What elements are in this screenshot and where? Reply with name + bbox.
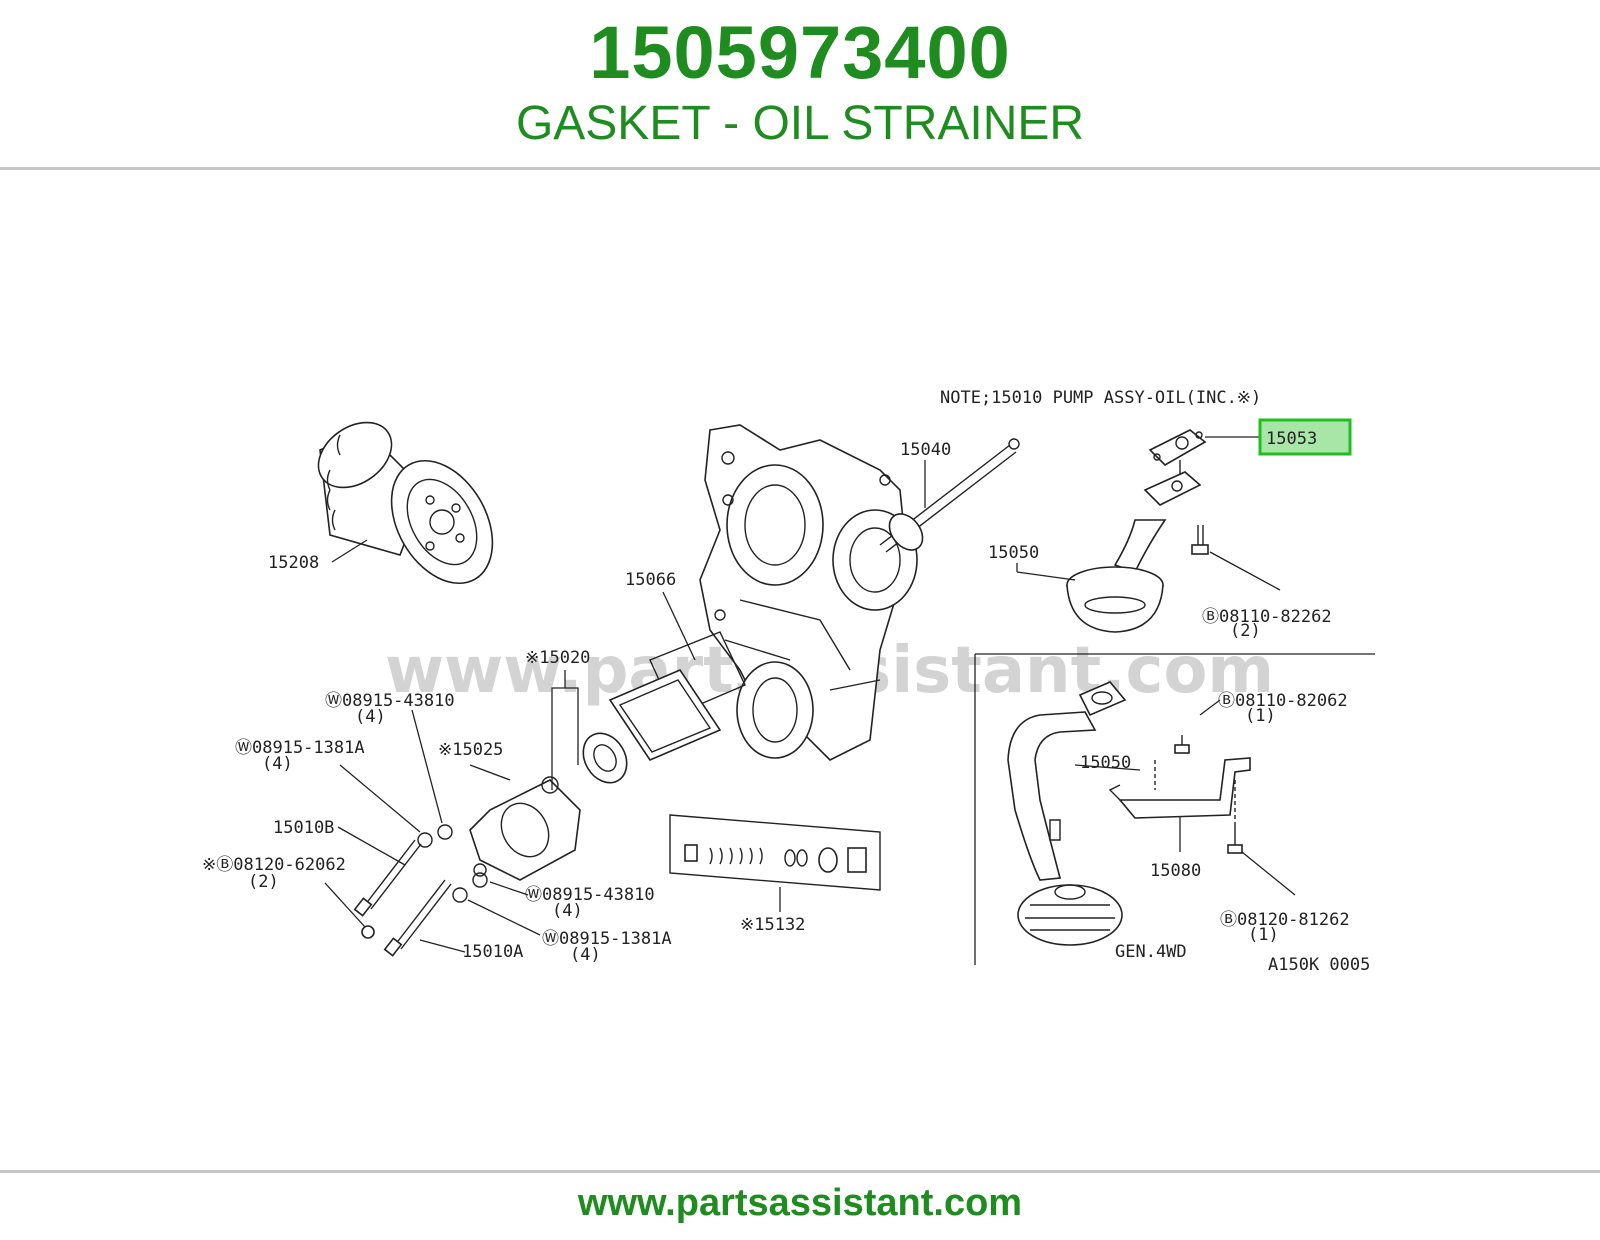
label-gen-4wd: GEN.4WD <box>1115 942 1187 962</box>
front-cover-drawing <box>699 424 918 761</box>
inset-bolts-drawing <box>1154 699 1296 896</box>
oil-pump-body-drawing <box>469 669 722 881</box>
label-b08120-62062: ※Ⓑ08120-62062 <box>202 855 346 875</box>
note-text: NOTE;15010 PUMP ASSY-OIL(INC.※) <box>940 388 1261 408</box>
part-name-subtitle: GASKET - OIL STRAINER <box>515 97 1085 150</box>
label-b08110-82262: Ⓑ08110-82262 <box>1202 607 1332 627</box>
inset-bracket-15080-drawing <box>1108 757 1251 819</box>
label-w08915-1381a-top: Ⓦ08915-1381A <box>235 738 365 758</box>
header-divider <box>0 167 1600 170</box>
label-qty-1381a-top: (4) <box>262 754 293 774</box>
footer-url-link[interactable]: www.partsassistant.com <box>577 1182 1023 1224</box>
label-s15132: ※15132 <box>740 915 805 935</box>
label-15050-inset: 15050 <box>1080 753 1131 773</box>
label-15053-highlighted[interactable]: 15053 <box>1266 429 1317 449</box>
label-b08110-82062: Ⓑ08110-82062 <box>1218 691 1348 711</box>
label-w08915-43810-bot: Ⓦ08915-43810 <box>525 885 655 905</box>
parts-diagram: www.partsassistant.com 15208 15040 150 <box>180 340 1420 1010</box>
inset-strainer-drawing <box>1007 681 1127 946</box>
oil-filter-15208-drawing <box>317 421 494 585</box>
label-15050-top: 15050 <box>988 543 1039 563</box>
label-15066: 15066 <box>625 570 676 590</box>
header: 1505973400 GASKET - OIL STRAINER <box>0 0 1600 168</box>
label-s15025: ※15025 <box>438 740 503 760</box>
bolt-08110-82262-drawing <box>1191 525 1209 555</box>
label-qty-81262: (1) <box>1248 925 1279 945</box>
label-w08915-1381a-bot: Ⓦ08915-1381A <box>542 929 672 949</box>
oil-strainer-15050-drawing <box>1066 460 1202 633</box>
label-qty-1381a-bot: (4) <box>570 945 601 965</box>
label-qty-43810-top: (4) <box>355 707 386 727</box>
label-qty-82062: (1) <box>1245 706 1276 726</box>
label-15080: 15080 <box>1150 861 1201 881</box>
label-15010b: 15010B <box>273 818 334 838</box>
label-15040: 15040 <box>900 440 951 460</box>
bolts-washers-drawing <box>353 824 488 957</box>
label-15010a: 15010A <box>462 942 523 962</box>
parts-diagram-svg: www.partsassistant.com 15208 15040 150 <box>202 388 1375 975</box>
label-qty-43810-bot: (4) <box>552 901 583 921</box>
relief-valve-kit-15132-drawing <box>669 814 881 891</box>
label-ref-code: A150K 0005 <box>1268 955 1370 975</box>
label-qty-62062: (2) <box>248 872 279 892</box>
label-s15020: ※15020 <box>525 648 590 668</box>
label-qty-82262: (2) <box>1230 621 1261 641</box>
footer-divider <box>0 1170 1600 1173</box>
inset-frame <box>974 653 1375 965</box>
highlight-box-15053[interactable] <box>1258 418 1352 456</box>
label-w08915-43810-top: Ⓦ08915-43810 <box>325 691 455 711</box>
label-b08120-81262: Ⓑ08120-81262 <box>1220 910 1350 930</box>
part-number-title: 1505973400 <box>589 11 1011 94</box>
label-15208: 15208 <box>268 553 319 573</box>
gasket-15053-drawing <box>1148 429 1207 466</box>
drive-shaft-15040-drawing <box>879 438 1020 553</box>
